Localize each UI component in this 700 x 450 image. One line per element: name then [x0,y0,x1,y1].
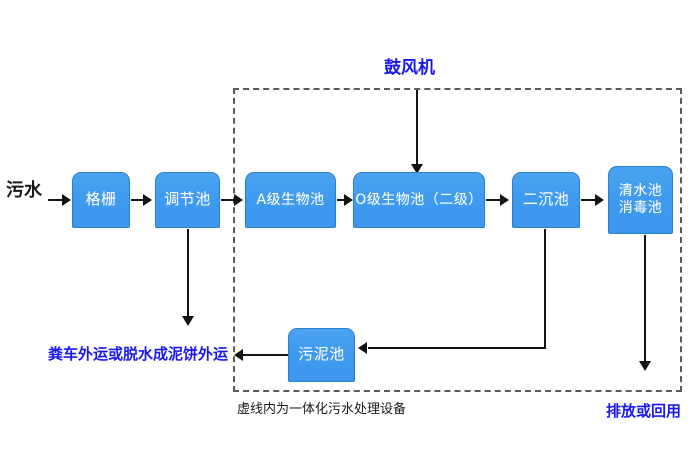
arrow-o-stage-to-clarifier [500,194,509,206]
influent-label: 污水 [6,180,42,201]
blower-connector-line [416,90,418,172]
node-sludge-tank[interactable]: 污泥池 [288,328,355,382]
node-equalization-tank-label: 调节池 [164,190,211,209]
arrow-equalization-to-sludge-out [182,316,194,326]
connector-equalization-to-a-stage [221,199,239,201]
node-sludge-tank-label: 污泥池 [298,345,345,364]
connector-o-stage-to-clarifier [486,199,506,201]
integrated-equipment-boundary [233,88,682,392]
node-a-stage-bioreactor[interactable]: A级生物池 [245,172,336,228]
blower-label: 鼓风机 [384,58,435,78]
enclosure-caption: 虚线内为一体化污水处理设备 [237,402,407,417]
influent-arrow-head [62,194,71,206]
node-grille-label: 格栅 [85,190,117,209]
arrow-equalization-to-a-stage [234,194,243,206]
node-grille[interactable]: 格栅 [72,172,130,228]
connector-clarifier-sludge-horizontal [368,347,546,349]
connector-clearwater-to-discharge [644,235,646,368]
arrow-clarifier-to-sludge-tank [358,342,367,354]
node-clearwater-disinfection-tank-label: 清水池 消毒池 [618,183,663,216]
node-o-stage-bioreactor[interactable]: O级生物池（二级） [353,172,485,228]
arrow-a-stage-to-o-stage [344,194,353,206]
connector-clarifier-to-clearwater [581,199,601,201]
node-clearwater-disinfection-tank[interactable]: 清水池 消毒池 [608,166,673,234]
influent-connector-line [48,199,66,201]
connector-sludge-to-hauling [243,354,288,356]
discharge-reuse-label: 排放或回用 [606,402,682,420]
node-a-stage-bioreactor-label: A级生物池 [256,191,325,208]
node-secondary-clarifier-label: 二沉池 [522,190,570,209]
connector-grille-to-equalization [131,199,145,201]
node-secondary-clarifier[interactable]: 二沉池 [512,172,580,228]
connector-clarifier-sludge-vertical [544,229,546,349]
arrow-clearwater-to-discharge [639,361,651,371]
blower-arrow-head [411,164,423,174]
arrow-clarifier-to-clearwater [595,194,604,206]
node-o-stage-bioreactor-label: O级生物池（二级） [355,191,483,208]
connector-a-stage-to-o-stage [337,199,349,201]
connector-equalization-to-sludge-out [187,229,189,323]
arrow-grille-to-equalization [143,194,152,206]
sludge-hauling-label: 粪车外运或脱水成泥饼外运 [48,345,229,363]
node-equalization-tank[interactable]: 调节池 [155,172,220,228]
arrow-sludge-to-hauling [234,349,243,361]
